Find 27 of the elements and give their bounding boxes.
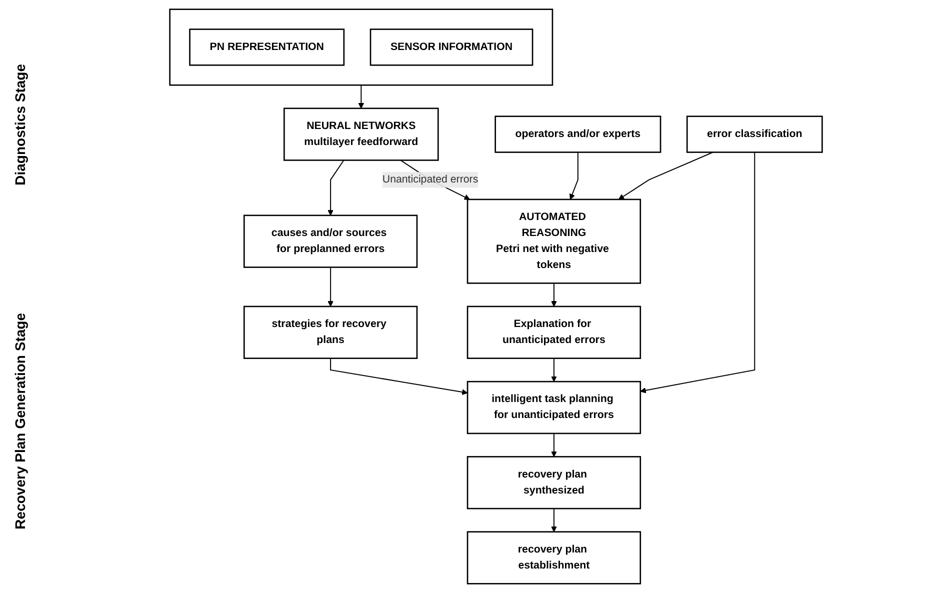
node-box: Explanation for unanticipated errors — [466, 306, 642, 359]
node-box: error classification — [686, 116, 823, 153]
node-box: AUTOMATED REASONING Petri net with negative tokens — [466, 198, 642, 284]
node-box: intelligent task planning for unanticipated errors — [466, 380, 642, 434]
node-box: strategies for recovery plans — [243, 306, 418, 359]
arrow — [358, 84, 364, 109]
arrow — [569, 152, 578, 200]
arrow — [551, 432, 557, 457]
edge-label: Unanticipated errors — [382, 174, 478, 186]
node-box: recovery plan establishment — [466, 531, 642, 584]
cluster — [169, 8, 554, 86]
arrow — [551, 508, 557, 532]
arrow — [618, 152, 714, 200]
arrow — [328, 266, 334, 307]
stage-label: Diagnostics Stage — [12, 64, 28, 186]
arrow — [551, 358, 557, 382]
node-box: NEURAL NETWORKS multilayer feedforward — [284, 108, 439, 161]
arrow — [330, 358, 468, 395]
node-box: recovery plan synthesized — [466, 456, 642, 510]
arrow — [328, 160, 344, 216]
node-box: PN REPRESENTATION — [189, 28, 345, 66]
node-box: SENSOR INFORMATION — [370, 28, 534, 66]
arrow — [640, 152, 756, 394]
stage-label: Recovery Plan Generation Stage — [12, 312, 28, 530]
node-box: causes and/or sources for preplanned errors — [243, 214, 418, 268]
arrow — [551, 282, 557, 307]
node-box: operators and/or experts — [494, 116, 662, 153]
